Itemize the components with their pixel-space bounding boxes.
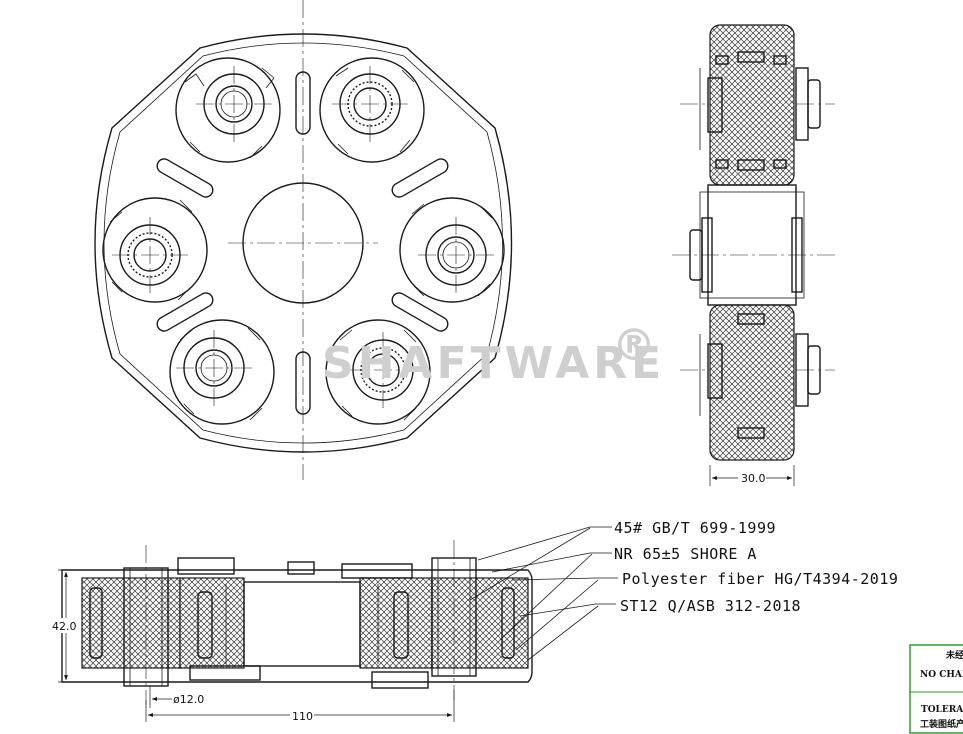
center-hole xyxy=(242,182,364,304)
front-view xyxy=(94,0,513,480)
dim-side-thickness: 30.0 xyxy=(741,472,766,485)
material-spec-rubber: NR 65±5 SHORE A xyxy=(614,545,757,563)
title-block-line4: 工装图纸产 xyxy=(920,718,963,730)
watermark: SHAFTWARE xyxy=(322,338,665,389)
side-view: 30.0 xyxy=(672,24,838,486)
watermark-registered-mark: ® xyxy=(612,320,660,371)
title-block: 未经 NO CHANG TOLERANC 工装图纸产 xyxy=(909,644,963,734)
dim-height: 42.0 xyxy=(52,620,77,633)
bushing-mid-right xyxy=(399,197,505,303)
dim-bore: ø12.0 xyxy=(173,693,204,706)
dim-width: 110 xyxy=(292,710,313,723)
title-block-line2: NO CHANG xyxy=(920,670,963,680)
bushing-top-right xyxy=(319,57,425,163)
material-spec-fiber: Polyester fiber HG/T4394-2019 xyxy=(622,570,898,588)
bushing-bottom-left xyxy=(169,319,275,425)
title-block-line3: TOLERANC xyxy=(921,705,963,715)
material-spec-steel: 45# GB/T 699-1999 xyxy=(614,519,776,537)
section-view: 42.0 ø12.0 110 45# GB/T 699-1999 NR 65±5… xyxy=(50,519,898,723)
bushing-mid-left xyxy=(102,197,208,303)
title-block-line1: 未经 xyxy=(945,649,963,661)
bushing-bottom-right xyxy=(325,319,431,425)
bushing-top-left xyxy=(175,57,281,163)
material-spec-sheet: ST12 Q/ASB 312-2018 xyxy=(620,597,801,615)
slots xyxy=(156,71,449,415)
